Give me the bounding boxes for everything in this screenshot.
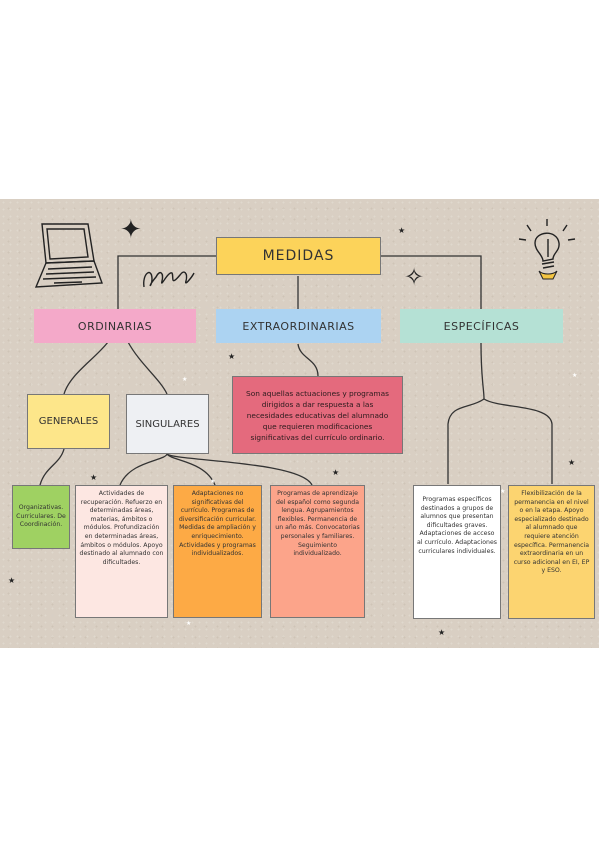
subcategory-generales: GENERALES (27, 394, 110, 449)
dot-icon: ★ (210, 478, 216, 485)
subcategory-generales-label: GENERALES (38, 416, 99, 427)
dot-icon: ★ (182, 376, 188, 383)
dot-icon: ★ (500, 488, 506, 495)
leaf-singulares-3-text: Programas de aprendizaje del español com… (275, 490, 360, 558)
spiral-doodle-icon (140, 263, 196, 297)
star-icon: ★ (228, 352, 236, 361)
sparkle-icon: ✦ (120, 215, 142, 245)
extraordinarias-description-text: Son aquellas actuaciones y programas dir… (246, 388, 389, 442)
dot-icon: ★ (572, 372, 578, 379)
leaf-singulares-1-text: Actividades de recuperación. Refuerzo en… (79, 490, 164, 566)
star-icon: ★ (398, 226, 406, 235)
category-ordinarias-label: ORDINARIAS (77, 319, 153, 333)
category-extraordinarias: EXTRAORDINARIAS (216, 309, 381, 343)
leaf-singulares-3: Programas de aprendizaje del español com… (270, 485, 365, 618)
root-label: MEDIDAS (262, 248, 335, 264)
leaf-especificas-2: Flexibilización de la permanencia en el … (508, 485, 595, 619)
star-icon: ★ (8, 576, 16, 585)
subcategory-singulares: SINGULARES (126, 394, 209, 454)
leaf-singulares-2: Adaptaciones no significativas del currí… (173, 485, 262, 618)
star-icon: ★ (332, 468, 340, 477)
dot-icon: ★ (186, 620, 192, 627)
leaf-singulares-2-text: Adaptaciones no significativas del currí… (178, 490, 257, 558)
star-icon: ★ (438, 628, 446, 637)
leaf-especificas-1-text: Programas específicos destinados a grupo… (417, 496, 497, 555)
category-especificas-label: ESPECÍFICAS (443, 319, 520, 333)
star-icon: ★ (90, 473, 98, 482)
sparkle-icon: ✧ (404, 263, 425, 291)
leaf-generales-text: Organizativas. Curriculares. De Coordina… (16, 504, 66, 529)
lightbulb-icon (513, 217, 583, 291)
category-ordinarias: ORDINARIAS (34, 309, 196, 343)
category-especificas: ESPECÍFICAS (400, 309, 563, 343)
leaf-especificas-2-text: Flexibilización de la permanencia en el … (513, 490, 590, 575)
leaf-singulares-1: Actividades de recuperación. Refuerzo en… (75, 485, 168, 618)
category-extraordinarias-label: EXTRAORDINARIAS (242, 319, 355, 333)
star-icon: ★ (568, 458, 576, 467)
connector-lines (39, 255, 553, 486)
root-node: MEDIDAS (216, 237, 381, 275)
concept-map-poster: ✦ ✧ ★ ★ ★ ★ ★ ★ ★ ★ ★ ★ ★ ★ ★ ★ MEDIDAS … (0, 199, 599, 648)
subcategory-singulares-label: SINGULARES (135, 418, 200, 430)
leaf-generales: Organizativas. Curriculares. De Coordina… (12, 485, 70, 549)
extraordinarias-description: Son aquellas actuaciones y programas dir… (232, 376, 403, 454)
leaf-especificas-1: Programas específicos destinados a grupo… (413, 485, 501, 619)
laptop-icon (28, 219, 106, 298)
